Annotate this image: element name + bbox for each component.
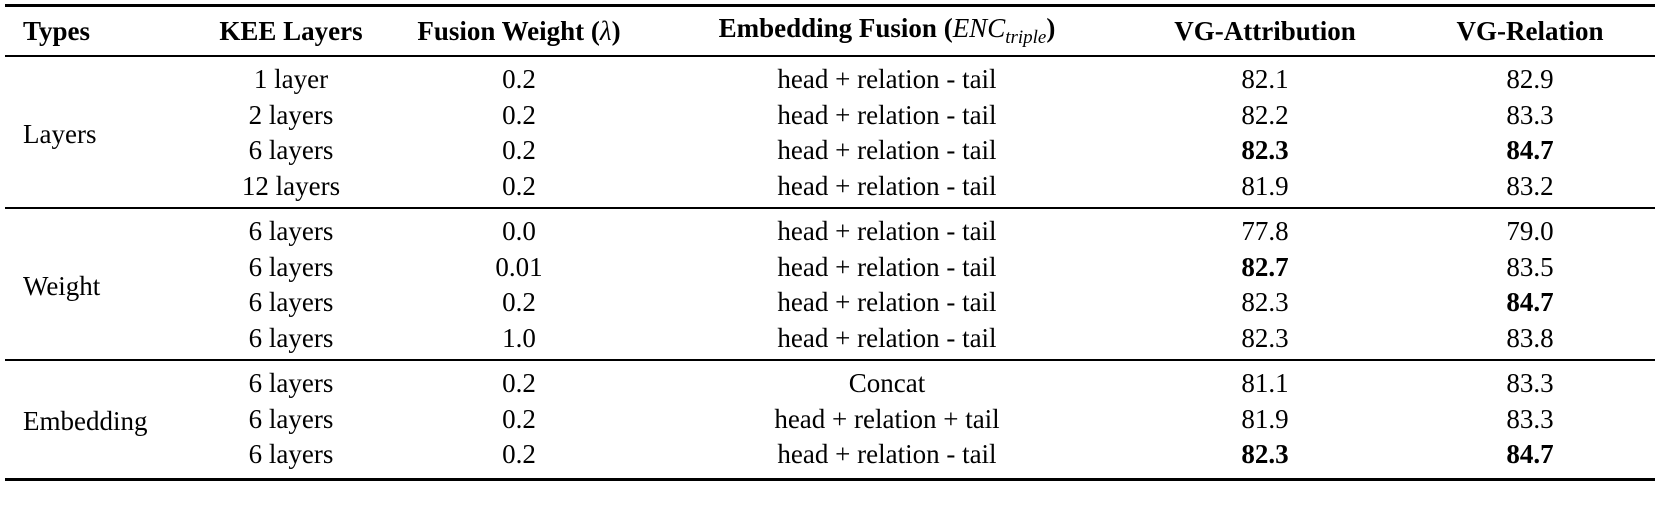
- embedding-fusion-cell: head + relation - tail: [649, 437, 1125, 481]
- group-type-label: Layers: [5, 56, 193, 209]
- fusion-weight-cell: 0.2: [502, 135, 536, 166]
- embedding-fusion-cell: head + relation - tail: [649, 168, 1125, 209]
- ablation-results-table: Types KEE Layers Fusion Weight (λ) Embed…: [5, 4, 1655, 481]
- embedding-fusion-cell: head + relation - tail: [649, 320, 1125, 361]
- kee-layers-cell: 6 layers: [248, 251, 334, 282]
- enc-symbol: ENC: [952, 13, 1006, 43]
- vg-relation-cell: 83.3: [1506, 368, 1554, 399]
- fusion-weight-cell: 0.2: [502, 287, 536, 318]
- header-embedding-fusion-close: ): [1046, 13, 1056, 43]
- kee-layers-cell: 6 layers: [193, 320, 389, 361]
- vg-attribution-cell: 82.3: [1241, 135, 1289, 166]
- kee-layers-cell: 6 layers: [193, 437, 389, 481]
- vg-relation-cell: 84.7: [1506, 135, 1554, 166]
- enc-subscript: triple: [1005, 27, 1047, 48]
- kee-layers-cell: 6 layers: [248, 135, 334, 166]
- vg-attribution-cell: 82.3: [1241, 287, 1289, 318]
- table-row: 6 layers 0.2 head + relation - tail 82.3 84.…: [5, 133, 1655, 169]
- vg-relation-cell: 83.5: [1506, 251, 1554, 282]
- header-row: Types KEE Layers Fusion Weight (λ) Embed…: [5, 4, 1655, 57]
- vg-relation-cell: 83.3: [1506, 403, 1554, 434]
- table-row: 2 layers 0.2 head + relation - tail 82.2 83.…: [5, 98, 1655, 134]
- embedding-fusion-cell: head + relation - tail: [777, 64, 997, 95]
- fusion-weight-cell: 0.0: [502, 216, 536, 247]
- kee-layers-cell: 1 layer: [253, 64, 329, 95]
- vg-attribution-cell: 81.1: [1241, 368, 1289, 399]
- vg-relation-cell: 83.3: [1506, 99, 1554, 130]
- header-vg-relation: VG-Relation: [1405, 4, 1655, 57]
- embedding-fusion-cell: head + relation - tail: [777, 99, 997, 130]
- vg-attribution-cell: 81.9: [1241, 403, 1289, 434]
- vg-attribution-cell: 81.9: [1125, 168, 1405, 209]
- table-row: 6 layers 0.2 head + relation + tail 81.9 83.…: [5, 402, 1655, 438]
- vg-attribution-cell: 77.8: [1241, 216, 1289, 247]
- embedding-fusion-cell: head + relation - tail: [777, 251, 997, 282]
- fusion-weight-cell: 0.2: [389, 168, 649, 209]
- header-types: Types: [5, 4, 193, 57]
- header-fusion-weight-text: Fusion Weight (: [417, 15, 600, 46]
- vg-attribution-cell: 82.2: [1241, 99, 1289, 130]
- embedding-fusion-cell: head + relation - tail: [777, 135, 997, 166]
- fusion-weight-cell: 1.0: [389, 320, 649, 361]
- embedding-fusion-cell: head + relation + tail: [774, 403, 1000, 434]
- embedding-fusion-cell: head + relation - tail: [777, 287, 997, 318]
- fusion-weight-cell: 0.01: [495, 251, 543, 282]
- kee-layers-cell: 2 layers: [248, 99, 334, 130]
- header-fusion-weight-close: ): [611, 15, 621, 46]
- kee-layers-cell: 6 layers: [248, 287, 334, 318]
- vg-attribution-cell: 82.7: [1241, 251, 1289, 282]
- vg-attribution-cell: 82.1: [1241, 64, 1289, 95]
- fusion-weight-cell: 0.2: [502, 403, 536, 434]
- header-vg-attribution: VG-Attribution: [1125, 4, 1405, 57]
- kee-layers-cell: 6 layers: [248, 368, 334, 399]
- vg-relation-cell: 84.7: [1405, 437, 1655, 481]
- header-fusion-weight: Fusion Weight (λ): [389, 4, 649, 57]
- vg-relation-cell: 79.0: [1506, 216, 1554, 247]
- vg-attribution-cell: 82.3: [1125, 437, 1405, 481]
- group-type-label: Embedding: [5, 360, 193, 481]
- vg-relation-cell: 83.8: [1405, 320, 1655, 361]
- vg-relation-cell: 83.2: [1405, 168, 1655, 209]
- kee-layers-cell: 6 layers: [248, 403, 334, 434]
- embedding-fusion-cell: head + relation - tail: [777, 216, 997, 247]
- embedding-fusion-cell: Concat: [848, 368, 926, 399]
- header-kee-layers: KEE Layers: [193, 4, 389, 57]
- fusion-weight-cell: 0.2: [389, 437, 649, 481]
- vg-attribution-cell: 82.3: [1125, 320, 1405, 361]
- vg-relation-cell: 84.7: [1506, 287, 1554, 318]
- table-row: 6 layers 0.01 head + relation - tail 82.7 83…: [5, 250, 1655, 286]
- vg-relation-cell: 82.9: [1506, 64, 1554, 95]
- group-type-label: Weight: [5, 208, 193, 361]
- fusion-weight-cell: 0.2: [502, 368, 536, 399]
- lambda-symbol: λ: [599, 15, 612, 46]
- table-row: 6 layers 0.2 head + relation - tail 82.3 84.…: [5, 285, 1655, 321]
- results-table-container: Types KEE Layers Fusion Weight (λ) Embed…: [5, 4, 1655, 481]
- kee-layers-cell: 12 layers: [193, 168, 389, 209]
- fusion-weight-cell: 0.2: [502, 99, 536, 130]
- kee-layers-cell: 6 layers: [248, 216, 334, 247]
- header-embedding-fusion: Embedding Fusion (ENCtriple): [649, 4, 1125, 57]
- header-embedding-fusion-text: Embedding Fusion (: [718, 13, 953, 43]
- fusion-weight-cell: 0.2: [502, 64, 536, 95]
